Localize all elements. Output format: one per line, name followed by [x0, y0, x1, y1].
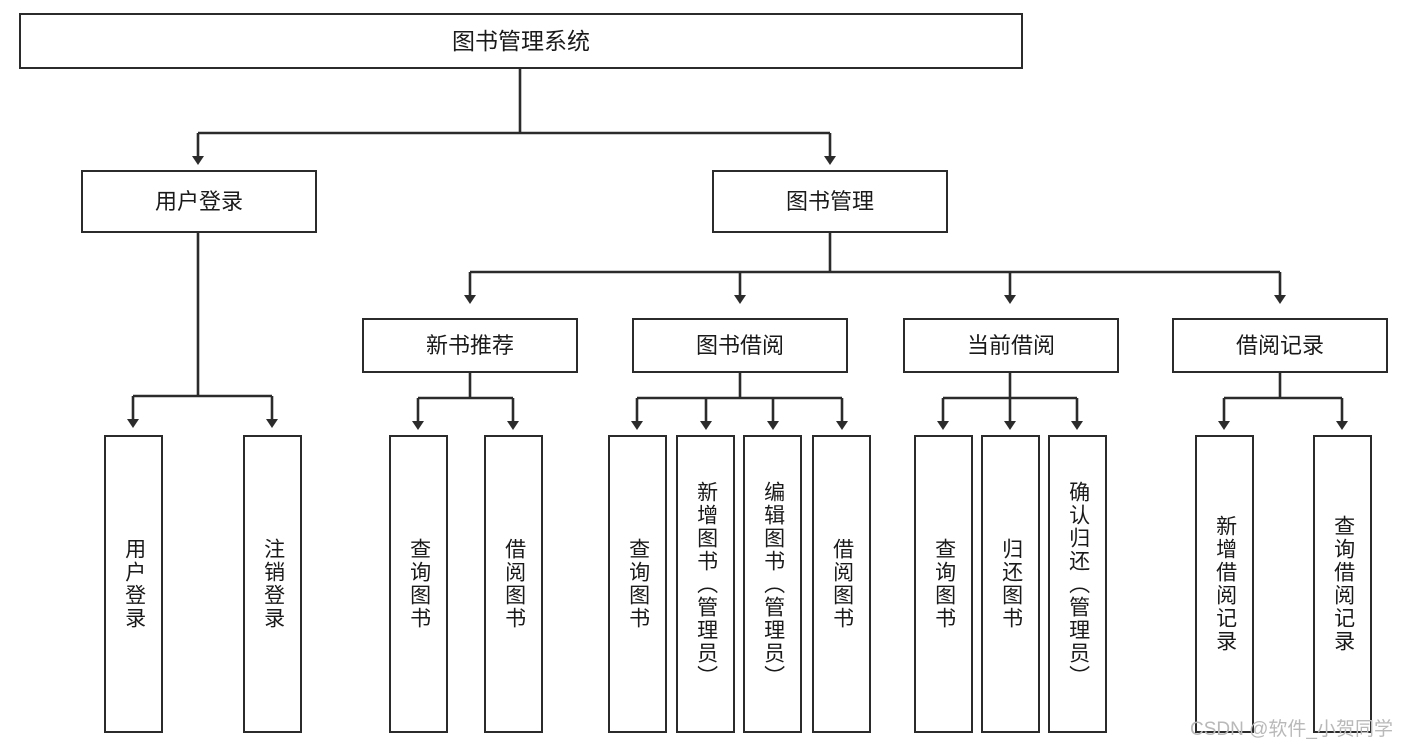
node-leaf-edit-book[interactable]: 编辑图书（管理员）	[743, 435, 802, 733]
node-leaf-return-book[interactable]: 归还图书	[981, 435, 1040, 733]
node-label: 新增借阅记录	[1213, 515, 1237, 653]
node-label: 图书管理系统	[452, 27, 590, 54]
node-label: 查询图书	[932, 538, 956, 630]
node-label: 借阅图书	[830, 538, 854, 630]
node-label: 注销登录	[261, 538, 285, 630]
node-leaf-query-book-1[interactable]: 查询图书	[389, 435, 448, 733]
node-label: 查询借阅记录	[1331, 515, 1355, 653]
node-label: 图书借阅	[695, 332, 784, 358]
node-label: 当前借阅	[966, 332, 1055, 358]
node-leaf-borrow-book-1[interactable]: 借阅图书	[484, 435, 543, 733]
node-user-login[interactable]: 用户登录	[81, 170, 317, 233]
node-leaf-borrow-book-2[interactable]: 借阅图书	[812, 435, 871, 733]
node-label: 用户登录	[122, 538, 146, 630]
node-book-borrow[interactable]: 图书借阅	[632, 318, 848, 373]
node-leaf-query-book-2[interactable]: 查询图书	[608, 435, 667, 733]
node-label: 新书推荐	[425, 332, 514, 358]
node-leaf-add-book[interactable]: 新增图书（管理员）	[676, 435, 735, 733]
node-label: 用户登录	[154, 188, 243, 214]
node-leaf-confirm-return[interactable]: 确认归还（管理员）	[1048, 435, 1107, 733]
node-label: 新增图书（管理员）	[694, 480, 718, 688]
node-root-book-management-system[interactable]: 图书管理系统	[19, 13, 1023, 69]
node-label: 借阅图书	[502, 538, 526, 630]
node-label: 查询图书	[626, 538, 650, 630]
node-label: 编辑图书（管理员）	[761, 480, 785, 688]
node-leaf-query-record[interactable]: 查询借阅记录	[1313, 435, 1372, 733]
node-label: 借阅记录	[1235, 332, 1324, 358]
node-label: 图书管理	[785, 188, 874, 214]
node-borrow-record[interactable]: 借阅记录	[1172, 318, 1388, 373]
node-label: 归还图书	[999, 538, 1023, 630]
node-label: 查询图书	[407, 538, 431, 630]
node-leaf-user-login[interactable]: 用户登录	[104, 435, 163, 733]
node-leaf-add-record[interactable]: 新增借阅记录	[1195, 435, 1254, 733]
node-leaf-logout[interactable]: 注销登录	[243, 435, 302, 733]
node-label: 确认归还（管理员）	[1066, 480, 1090, 688]
node-leaf-query-book-3[interactable]: 查询图书	[914, 435, 973, 733]
node-current-borrow[interactable]: 当前借阅	[903, 318, 1119, 373]
node-book-management[interactable]: 图书管理	[712, 170, 948, 233]
node-new-book-recommend[interactable]: 新书推荐	[362, 318, 578, 373]
watermark-text: CSDN @软件_小贺同学	[1190, 719, 1393, 740]
